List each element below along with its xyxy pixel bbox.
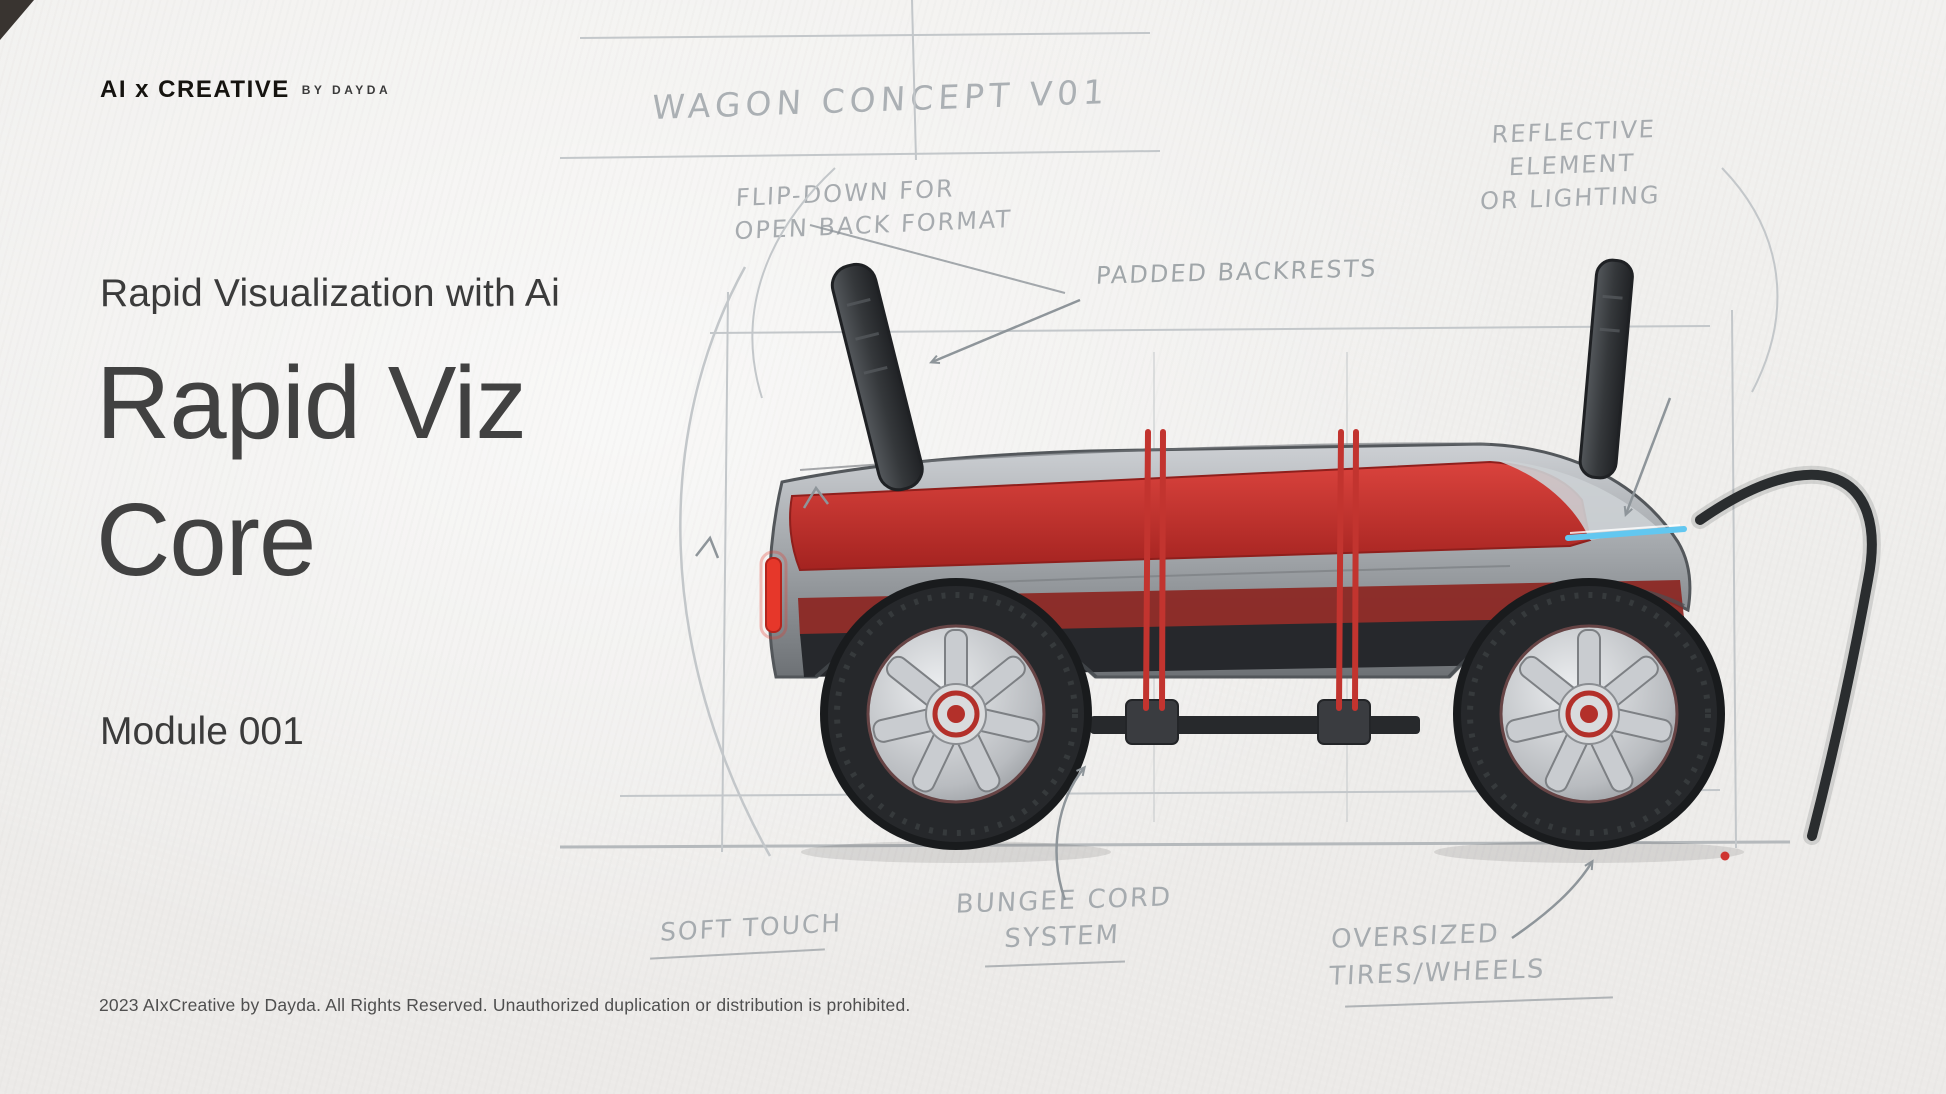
brand-logo-byline: BY DAYDA: [301, 83, 392, 97]
brand-logo-text: AI x CREATIVE: [100, 76, 290, 103]
front-wheel: [1457, 582, 1721, 846]
front-accent-light: [1495, 460, 1687, 541]
front-backrest: [1578, 258, 1634, 480]
annotation-arrows: [695, 224, 1672, 940]
paper-corner-fold: [0, 0, 34, 40]
page-title: Rapid Viz Core: [96, 334, 527, 608]
chassis: [1090, 699, 1420, 745]
page-title-line-1: Rapid Viz: [96, 345, 527, 460]
tail-light: [759, 550, 788, 640]
course-kicker: Rapid Visualization with Ai: [100, 272, 560, 315]
module-label: Module 001: [100, 710, 304, 753]
brand-logo: AI x CREATIVE BY DAYDA: [100, 76, 391, 104]
ground-shadows: [801, 841, 1744, 863]
page-title-line-2: Core: [96, 482, 316, 597]
bungee-straps: [1143, 429, 1359, 711]
rear-backrest: [830, 262, 924, 492]
pull-handle: [1691, 465, 1881, 845]
wagon-concept-sketch: [560, 0, 1881, 940]
footer-copyright: 2023 AIxCreative by Dayda. All Rights Re…: [99, 995, 911, 1015]
rear-wheel: [824, 582, 1088, 846]
red-spot-mark: [1720, 851, 1730, 861]
